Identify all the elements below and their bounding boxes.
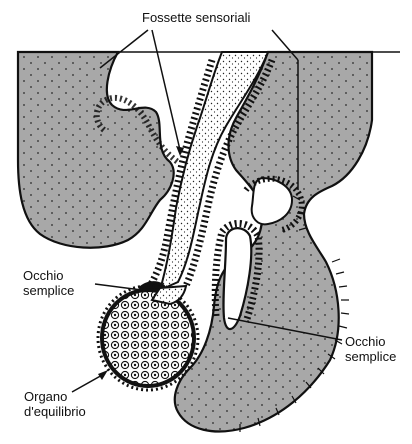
arrowhead-organ — [98, 370, 108, 380]
label-simple-eye-right: Occhio semplice — [345, 334, 396, 364]
leader-pit-left — [100, 30, 148, 68]
left-tissue-lobe — [18, 52, 174, 248]
label-balance-organ: Organo d'equilibrio — [24, 389, 86, 419]
balance-organ — [102, 290, 194, 386]
label-simple-eye-right-line1: Occhio — [345, 334, 396, 349]
label-simple-eye-left-line1: Occhio — [23, 268, 74, 283]
label-sensory-pits: Fossette sensoriali — [142, 10, 250, 25]
label-simple-eye-left-line2: semplice — [23, 283, 74, 298]
label-simple-eye-left: Occhio semplice — [23, 268, 74, 298]
label-simple-eye-right-line2: semplice — [345, 349, 396, 364]
label-balance-organ-line1: Organo — [24, 389, 86, 404]
label-balance-organ-line2: d'equilibrio — [24, 404, 86, 419]
